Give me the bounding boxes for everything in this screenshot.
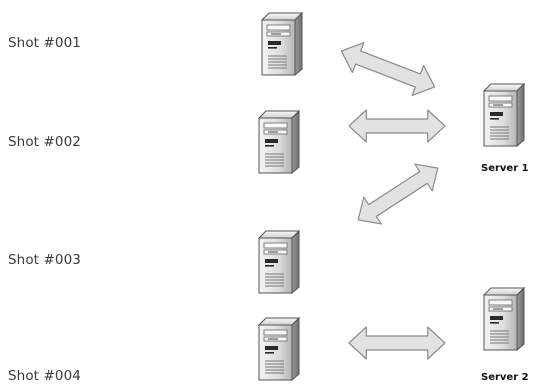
arrow-shot003-server1: [348, 154, 448, 234]
arrow-shot002-server1: [348, 109, 446, 143]
shot-002-computer-icon: [258, 110, 300, 174]
shot-003-label: Shot #003: [8, 252, 81, 268]
shot-003-computer-icon: [258, 230, 300, 294]
shot-004-label: Shot #004: [8, 368, 81, 384]
arrow-shot001-server1: [334, 35, 442, 103]
shot-002-label: Shot #002: [8, 134, 81, 150]
shot-001-label: Shot #001: [8, 35, 81, 51]
server-2-label: Server 2: [481, 372, 529, 383]
server-2-icon: [483, 287, 525, 351]
shot-001-computer-icon: [261, 12, 303, 76]
shot-004-computer-icon: [258, 317, 300, 381]
server-1-label: Server 1: [481, 163, 529, 174]
arrow-shot004-server2: [348, 326, 446, 360]
server-1-icon: [483, 83, 525, 147]
